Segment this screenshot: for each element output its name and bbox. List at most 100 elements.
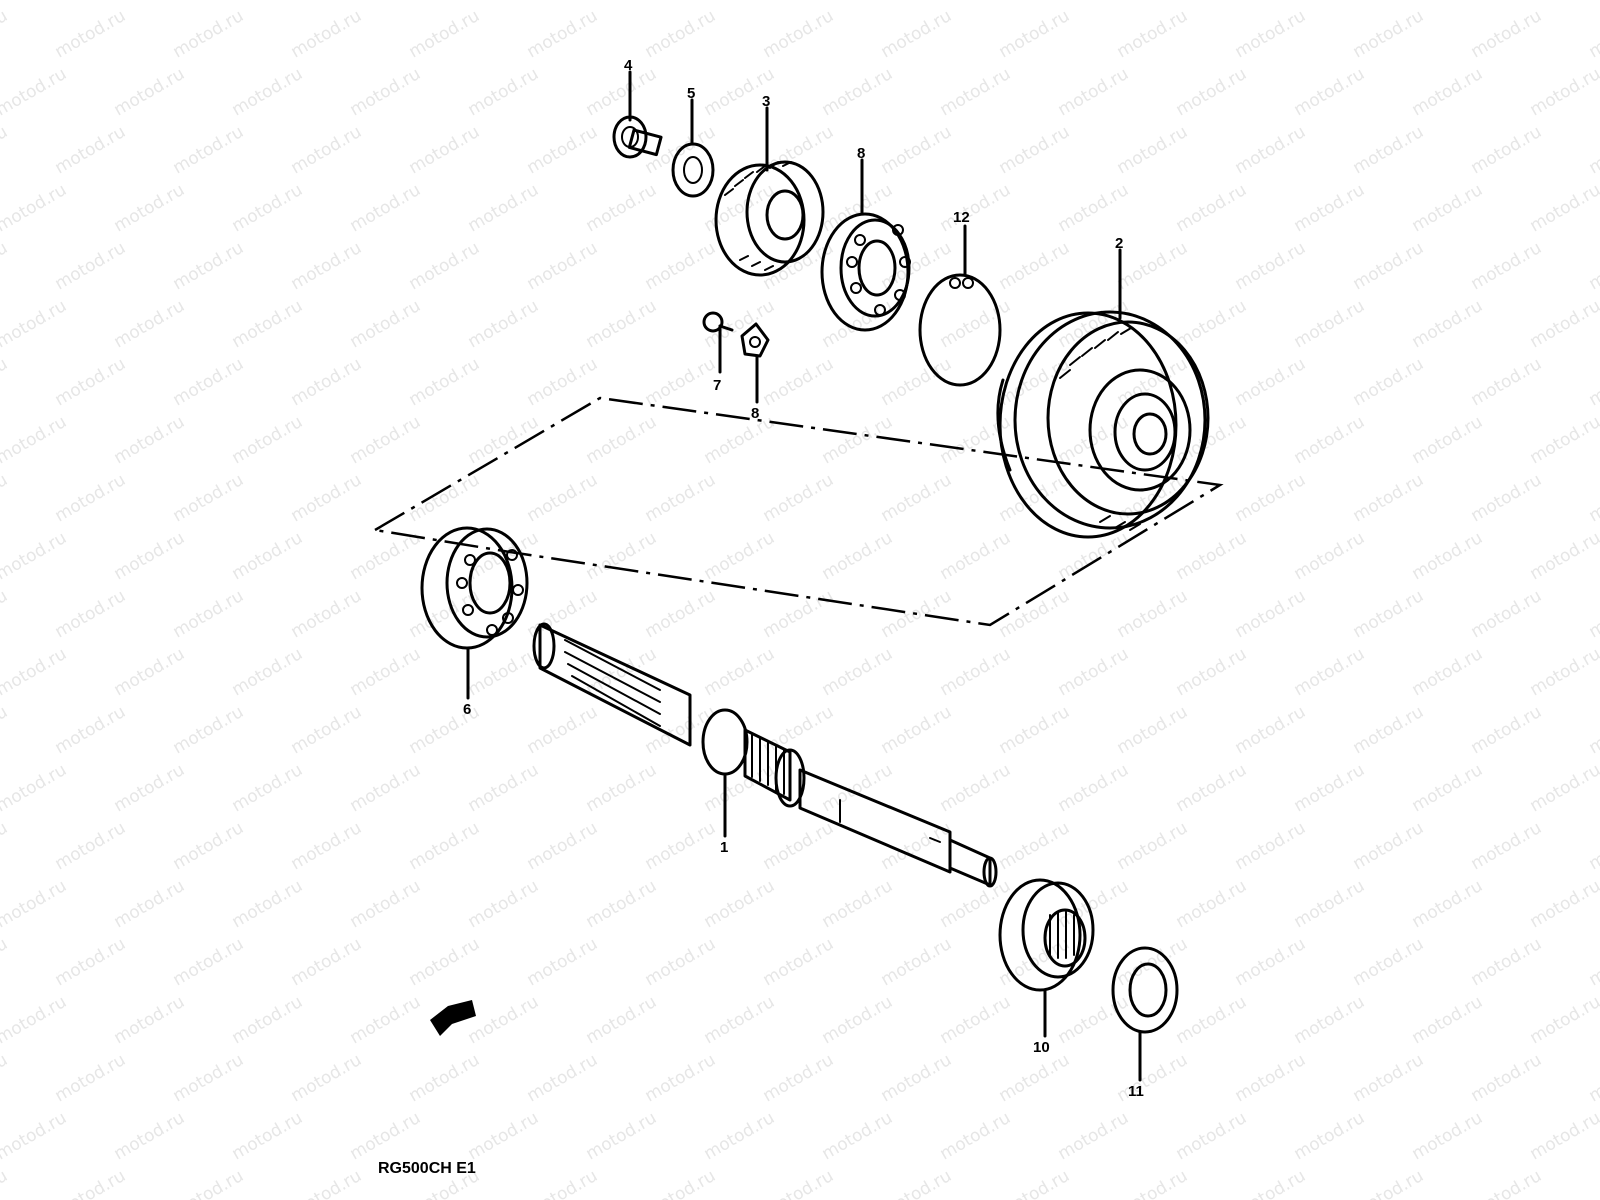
watermark-text: motod.ru <box>583 992 661 1048</box>
watermark-text: motod.ru <box>288 470 366 526</box>
watermark-text: motod.ru <box>0 586 11 642</box>
watermark-text: motod.ru <box>170 586 248 642</box>
watermark-text: motod.ru <box>642 586 720 642</box>
watermark-text: motod.ru <box>878 1050 956 1106</box>
watermark-text: motod.ru <box>1527 296 1600 352</box>
watermark-text: motod.ru <box>1586 6 1600 62</box>
watermark-text: motod.ru <box>760 6 838 62</box>
watermark-text: motod.ru <box>1232 1166 1310 1200</box>
watermark-text: motod.ru <box>1291 180 1369 236</box>
watermark-text: motod.ru <box>1232 934 1310 990</box>
watermark-text: motod.ru <box>111 1108 189 1164</box>
watermark-text: motod.ru <box>1232 122 1310 178</box>
watermark-text: motod.ru <box>52 934 130 990</box>
watermark-text: motod.ru <box>760 470 838 526</box>
watermark-text: motod.ru <box>0 644 70 700</box>
watermark-text: motod.ru <box>1468 6 1546 62</box>
watermark-text: motod.ru <box>996 122 1074 178</box>
watermark-text: motod.ru <box>1350 122 1428 178</box>
watermark-text: motod.ru <box>229 1108 307 1164</box>
watermark-text: motod.ru <box>878 934 956 990</box>
pin-7 <box>702 311 734 333</box>
watermark-text: motod.ru <box>996 702 1074 758</box>
watermark-text: motod.ru <box>1409 760 1487 816</box>
watermark-text: motod.ru <box>524 122 602 178</box>
watermark-text: motod.ru <box>1291 64 1369 120</box>
watermark-text: motod.ru <box>288 238 366 294</box>
watermark-text: motod.ru <box>760 934 838 990</box>
watermark-text: motod.ru <box>819 528 897 584</box>
watermark-text: motod.ru <box>1527 0 1600 4</box>
watermark-text: motod.ru <box>937 412 1015 468</box>
bolt-4 <box>612 115 663 159</box>
watermark-text: motod.ru <box>1173 0 1251 4</box>
watermark-text: motod.ru <box>1055 180 1133 236</box>
watermark-text: motod.ru <box>583 528 661 584</box>
watermark-text: motod.ru <box>1114 702 1192 758</box>
watermark-text: motod.ru <box>1409 876 1487 932</box>
watermark-text: motod.ru <box>937 64 1015 120</box>
watermark-text: motod.ru <box>524 6 602 62</box>
watermark-text: motod.ru <box>406 122 484 178</box>
watermark-text: motod.ru <box>819 876 897 932</box>
watermark-text: motod.ru <box>996 818 1074 874</box>
watermark-text: motod.ru <box>0 528 70 584</box>
watermark-text: motod.ru <box>1350 934 1428 990</box>
watermark-text: motod.ru <box>1527 412 1600 468</box>
lock-plate-8-lower <box>740 322 770 358</box>
watermark-text: motod.ru <box>288 702 366 758</box>
watermark-text: motod.ru <box>819 760 897 816</box>
watermark-text: motod.ru <box>1291 296 1369 352</box>
watermark-text: motod.ru <box>583 760 661 816</box>
watermark-text: motod.ru <box>288 1050 366 1106</box>
watermark-text: motod.ru <box>0 1050 11 1106</box>
watermark-text: motod.ru <box>760 702 838 758</box>
leader-lines <box>466 70 1142 1082</box>
watermark-text: motod.ru <box>0 296 70 352</box>
callout-8-lower: 8 <box>751 405 759 422</box>
watermark-text: motod.ru <box>288 934 366 990</box>
watermark-text: motod.ru <box>1114 238 1192 294</box>
watermark-text: motod.ru <box>406 6 484 62</box>
watermark-text: motod.ru <box>229 412 307 468</box>
watermark-text: motod.ru <box>347 180 425 236</box>
watermark-text: motod.ru <box>52 1050 130 1106</box>
watermark-text: motod.ru <box>406 354 484 410</box>
watermark-text: motod.ru <box>1232 702 1310 758</box>
watermark-text: motod.ru <box>1586 818 1600 874</box>
watermark-text: motod.ru <box>406 1050 484 1106</box>
ball-bearing-8-upper <box>820 212 911 332</box>
watermark-text: motod.ru <box>1409 296 1487 352</box>
watermark-text: motod.ru <box>1055 644 1133 700</box>
watermark-text: motod.ru <box>1350 238 1428 294</box>
watermark-text: motod.ru <box>111 760 189 816</box>
watermark-text: motod.ru <box>0 818 11 874</box>
watermark-text: motod.ru <box>1409 1108 1487 1164</box>
watermark-text: motod.ru <box>760 1050 838 1106</box>
watermark-text: motod.ru <box>0 760 70 816</box>
watermark-text: motod.ru <box>406 702 484 758</box>
watermark-text: motod.ru <box>996 6 1074 62</box>
watermark-text: motod.ru <box>524 934 602 990</box>
callout-10: 10 <box>1033 1039 1050 1056</box>
watermark-text: motod.ru <box>347 992 425 1048</box>
watermark-text: motod.ru <box>937 992 1015 1048</box>
front-arrow-icon <box>430 1000 476 1036</box>
watermark-text: motod.ru <box>406 934 484 990</box>
watermark-text: motod.ru <box>288 354 366 410</box>
model-code-label: RG500CH E1 <box>378 1160 476 1177</box>
watermark-text: motod.ru <box>406 470 484 526</box>
watermark-text: motod.ru <box>1114 586 1192 642</box>
watermark-text: motod.ru <box>1527 528 1600 584</box>
watermark-text: motod.ru <box>878 702 956 758</box>
watermark-text: motod.ru <box>760 1166 838 1200</box>
watermark-text: motod.ru <box>0 934 11 990</box>
watermark-text: motod.ru <box>996 238 1074 294</box>
watermark-text: motod.ru <box>288 122 366 178</box>
watermark-text: motod.ru <box>0 6 11 62</box>
watermark-text: motod.ru <box>465 1108 543 1164</box>
watermark-text: motod.ru <box>52 818 130 874</box>
callout-12: 12 <box>953 209 970 226</box>
watermark-text: motod.ru <box>1468 702 1546 758</box>
watermark-text: motod.ru <box>642 470 720 526</box>
